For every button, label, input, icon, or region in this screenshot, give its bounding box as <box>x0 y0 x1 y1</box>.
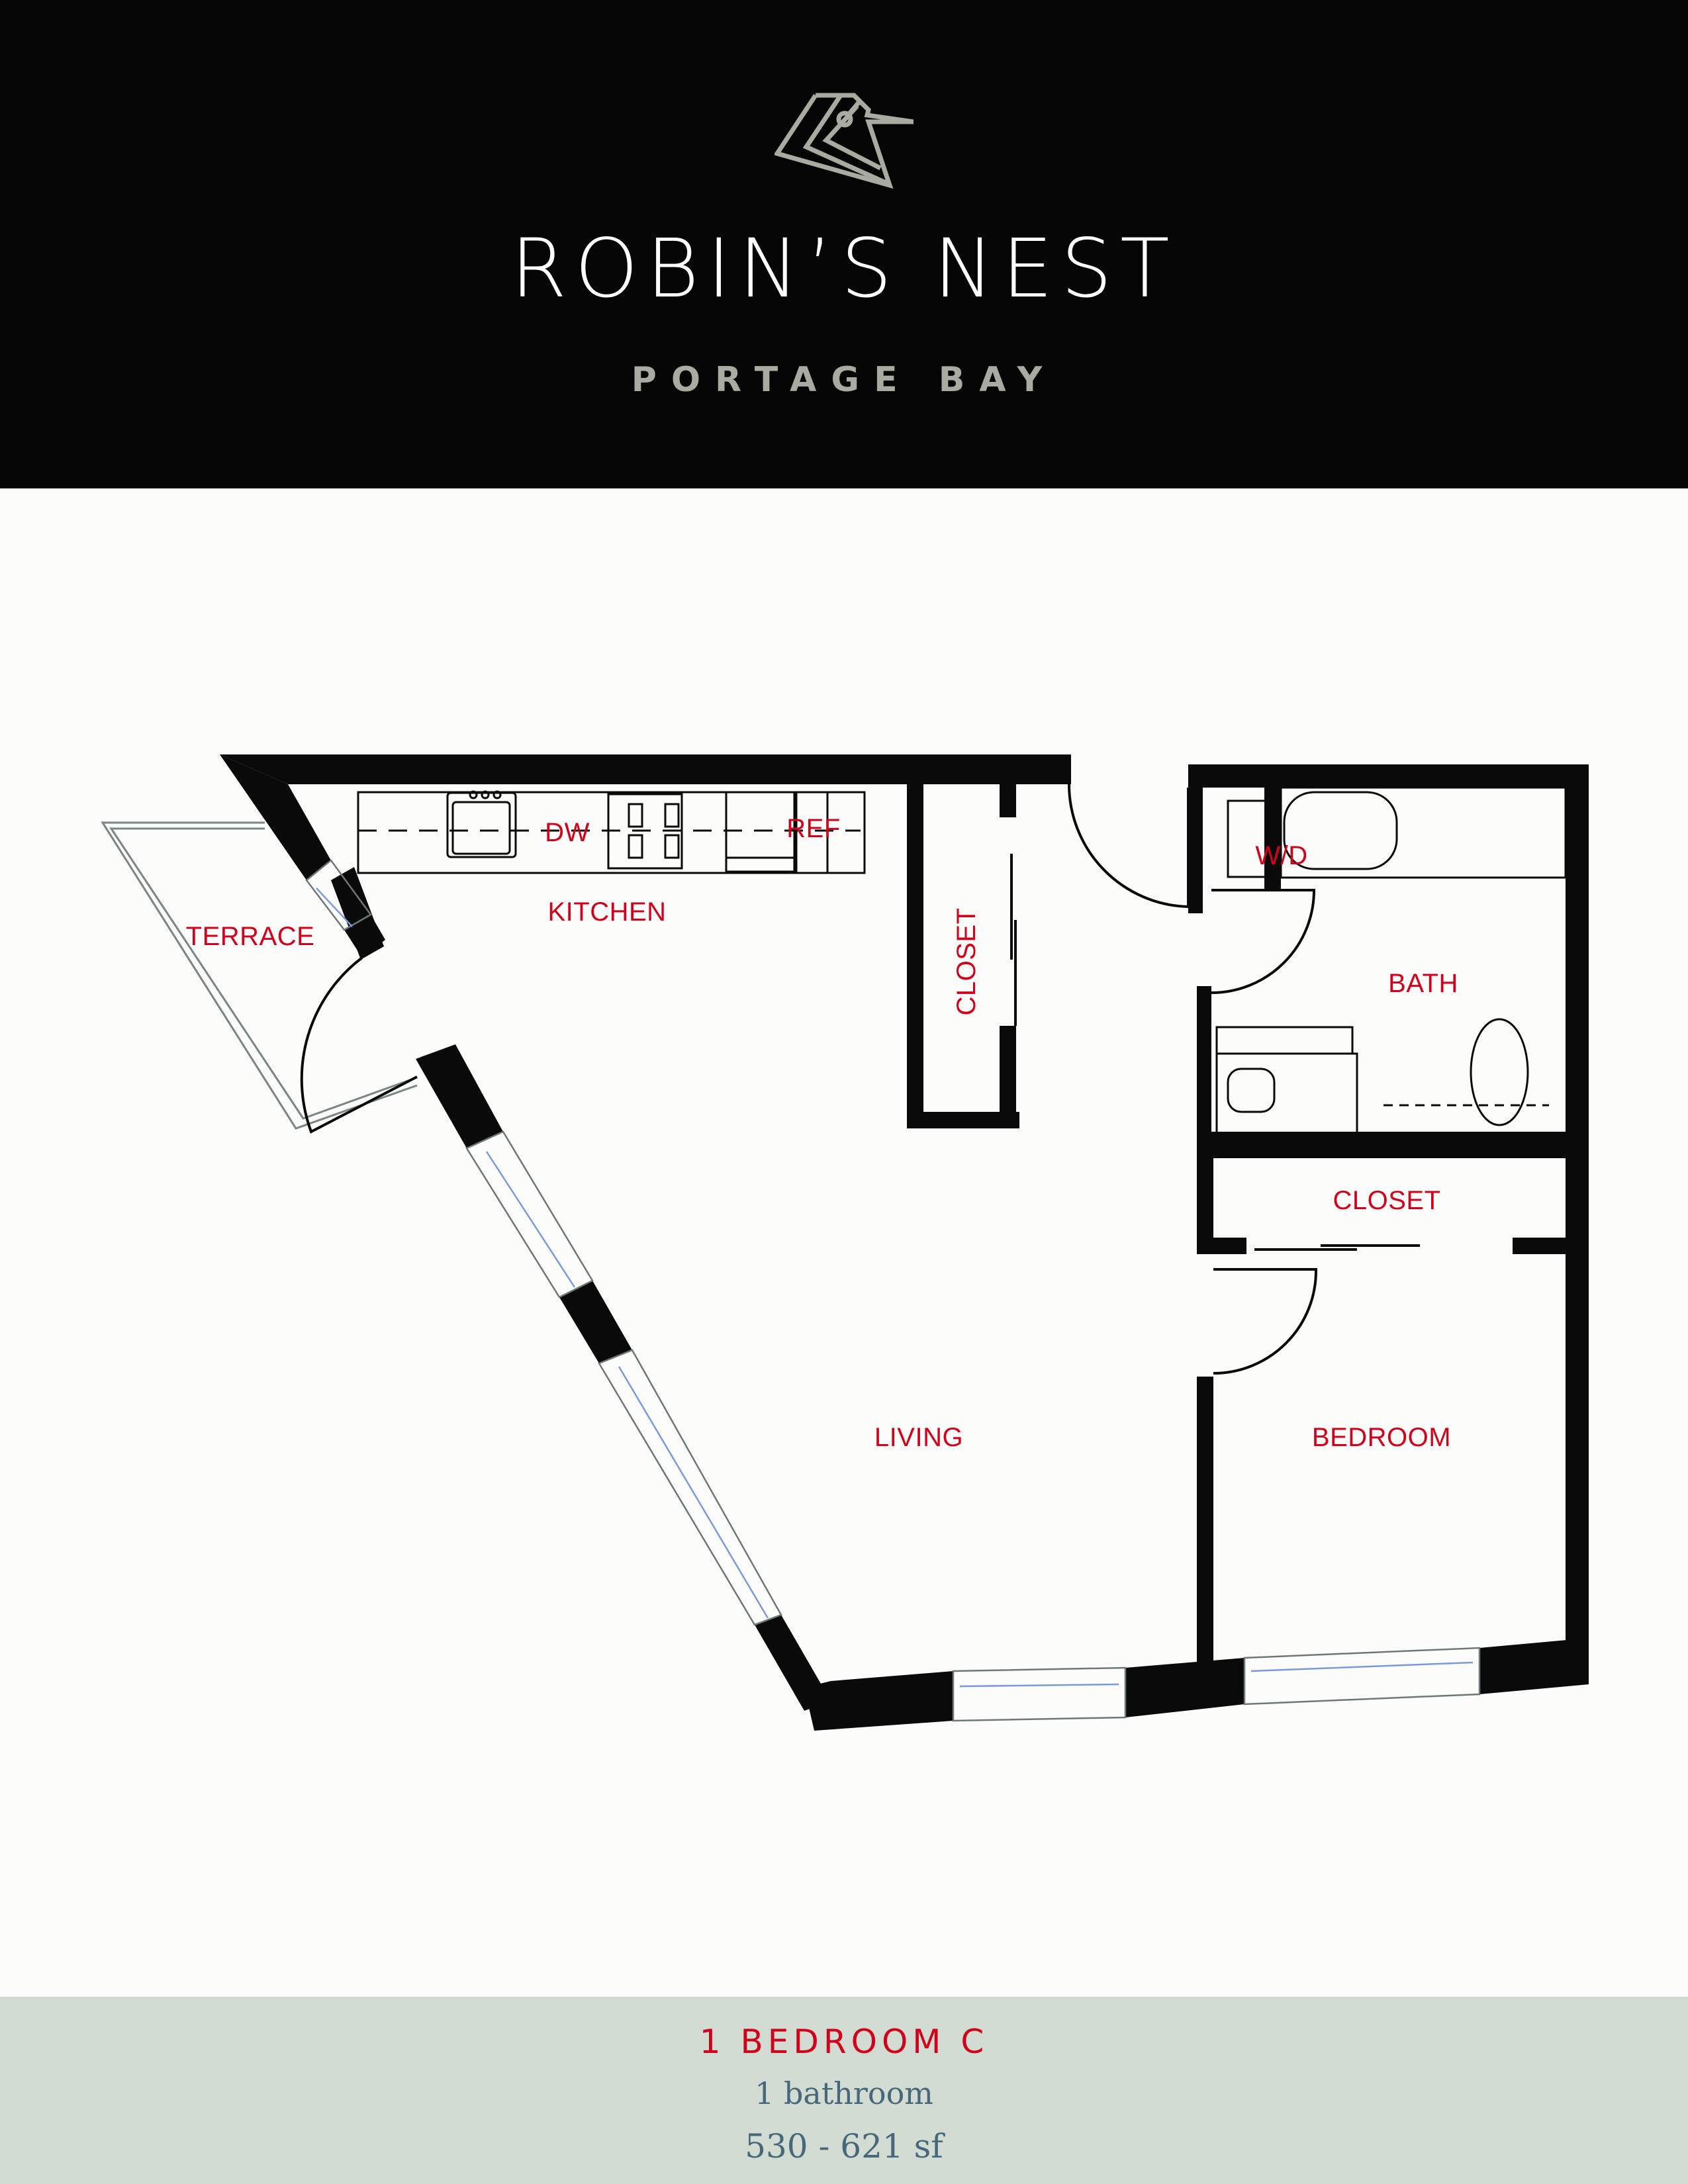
unit-info-footer <box>0 1997 1688 2184</box>
appliance-label-washer-dryer: W/D <box>1255 841 1308 870</box>
brand-subtitle: PORTAGE BAY <box>631 360 1057 400</box>
room-label-kitchen: KITCHEN <box>547 897 667 927</box>
room-label-living: LIVING <box>874 1423 964 1452</box>
room-label-bath: BATH <box>1388 969 1458 998</box>
appliance-label-dishwasher: DW <box>545 818 590 847</box>
room-label-bedroom: BEDROOM <box>1311 1423 1452 1452</box>
kitchen-counter <box>357 790 866 874</box>
exterior-walls <box>220 754 1589 1731</box>
robin-bird-head-icon <box>774 93 914 189</box>
brand-title: ROBIN’S NEST <box>510 222 1178 316</box>
room-label-bedroom-closet: CLOSET <box>1333 1186 1441 1215</box>
terrace-railing <box>101 821 418 1130</box>
windows <box>305 859 1481 1722</box>
unit-bathrooms: 1 bathroom <box>755 2075 933 2111</box>
header-banner: ROBIN’S NEST PORTAGE BAY <box>0 0 1688 488</box>
bath-fixtures <box>1215 786 1567 1134</box>
unit-name: 1 BEDROOM C <box>699 2023 989 2061</box>
room-label-terrace: TERRACE <box>185 922 315 951</box>
door-swings <box>300 784 1420 1375</box>
unit-square-feet: 530 - 621 sf <box>745 2127 943 2165</box>
appliance-label-refrigerator: REF <box>786 814 841 843</box>
room-label-entry-closet: CLOSET <box>952 907 981 1016</box>
